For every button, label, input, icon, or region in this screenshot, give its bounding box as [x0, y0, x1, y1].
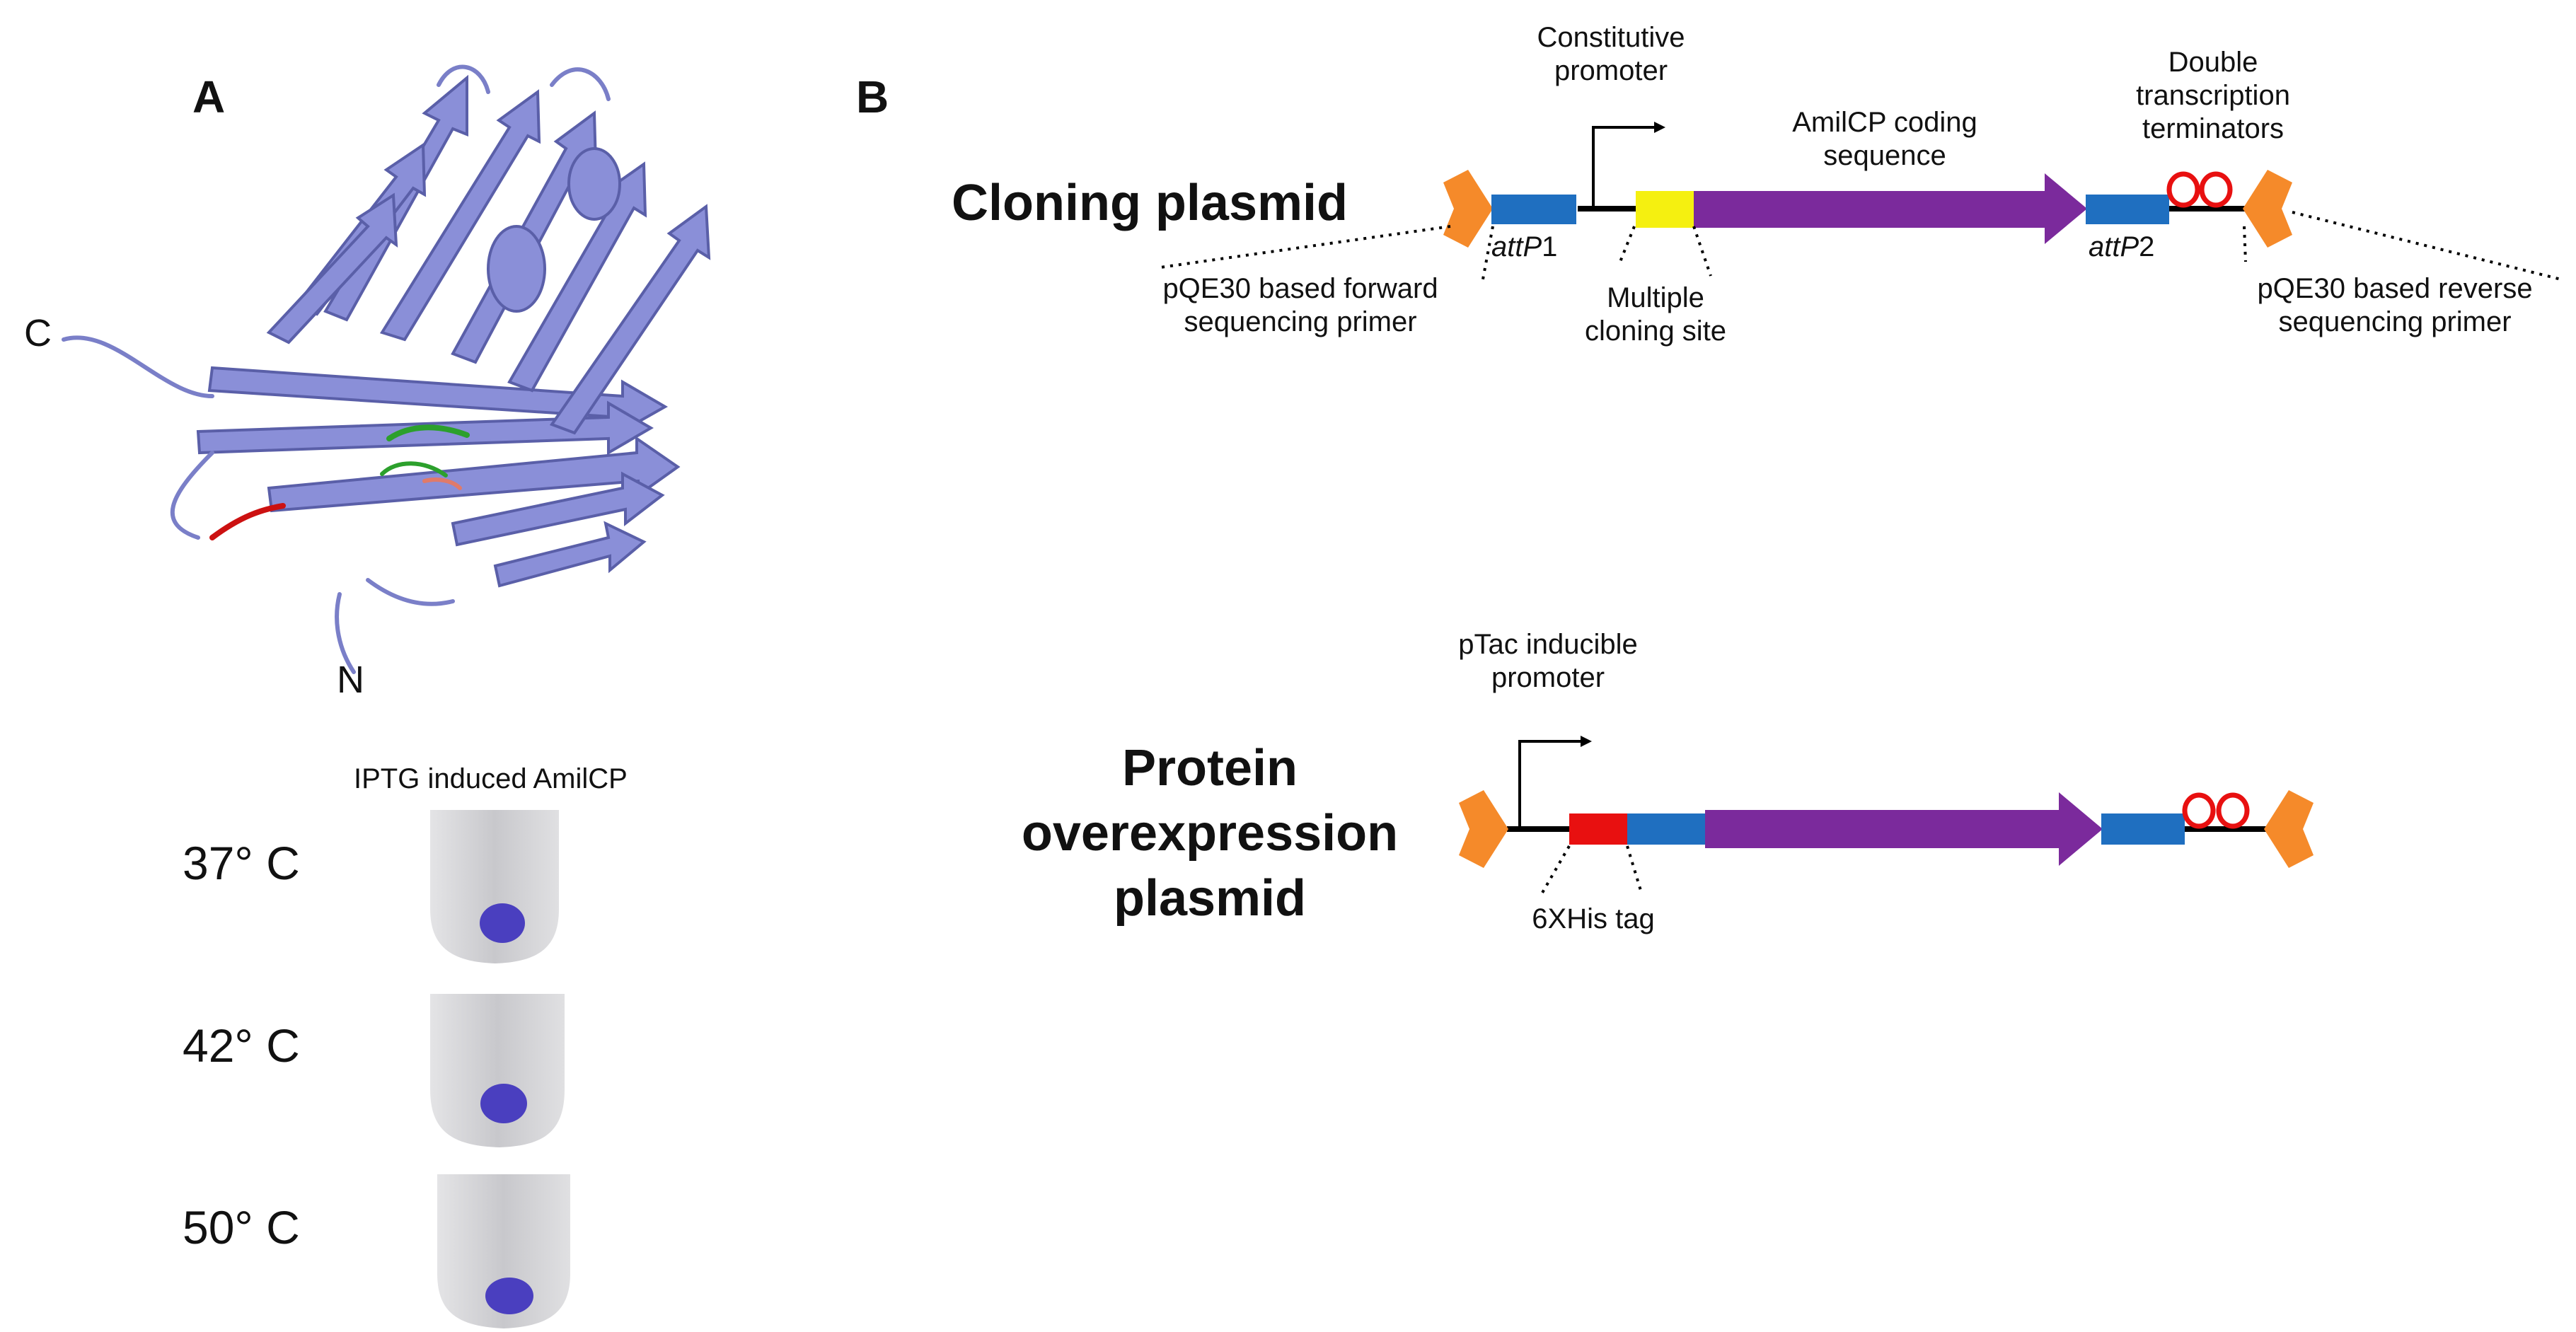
attp1-box — [1491, 195, 1576, 224]
expression-plasmid-title: Protein overexpression plasmid — [1021, 740, 1399, 927]
c-terminus-label: C — [24, 312, 52, 354]
temp-50-label: 50° C — [183, 1201, 300, 1253]
attp2-label: attP2 — [2089, 231, 2155, 262]
tubes-photos — [430, 810, 570, 1328]
attp2-box — [2086, 195, 2169, 224]
protein-structure — [62, 64, 711, 674]
panel-a-letter: A — [192, 71, 226, 122]
ptac-promoter-label: pTac inducible promoter — [1458, 629, 1638, 694]
expression-reverse-primer-arrow — [2264, 790, 2314, 868]
constitutive-promoter-label: Constitutive promoter — [1537, 22, 1685, 87]
expression-coding-arrow — [1705, 792, 2103, 866]
his-tag-label: 6XHis tag — [1532, 903, 1655, 934]
terminator-1 — [2166, 171, 2200, 208]
tube-50 — [437, 1174, 570, 1328]
tube-42 — [430, 994, 565, 1147]
reverse-primer-label: pQE30 based reverse sequencing primer — [2257, 273, 2533, 338]
beta-barrel-ribbon — [196, 74, 711, 588]
temp-37-label: 37° C — [183, 837, 300, 889]
terminators-label: Double transcription terminators — [2136, 47, 2290, 145]
his-tag-box — [1569, 813, 1627, 845]
expression-terminator-1 — [2182, 792, 2216, 829]
expression-attp1-box — [1627, 813, 1706, 845]
expression-attp2-box — [2101, 813, 2185, 845]
forward-primer-arrow — [1443, 170, 1493, 248]
cloning-plasmid-title: Cloning plasmid — [952, 175, 1348, 231]
temp-42-label: 42° C — [183, 1019, 300, 1072]
panel-b-letter: B — [856, 71, 889, 122]
forward-primer-label: pQE30 based forward sequencing primer — [1162, 273, 1438, 338]
coding-sequence-arrow — [1694, 173, 2087, 244]
mcs-label: Multiple cloning site — [1584, 282, 1727, 347]
coding-sequence-label: AmilCP coding sequence — [1792, 107, 1977, 172]
expression-forward-primer-arrow — [1459, 790, 1508, 868]
reverse-primer-arrow — [2243, 170, 2292, 248]
mcs-box — [1636, 191, 1694, 228]
tube-37 — [430, 810, 559, 963]
expression-terminator-2 — [2216, 792, 2250, 829]
attp1-label: attP1 — [1491, 231, 1558, 262]
ptac-promoter-arrow — [1518, 740, 1582, 829]
n-terminus-label: N — [337, 659, 364, 701]
protein-loops — [62, 64, 611, 674]
terminator-2 — [2199, 171, 2233, 208]
constitutive-promoter-arrow — [1592, 126, 1656, 209]
tubes-header: IPTG induced AmilCP — [354, 763, 628, 794]
